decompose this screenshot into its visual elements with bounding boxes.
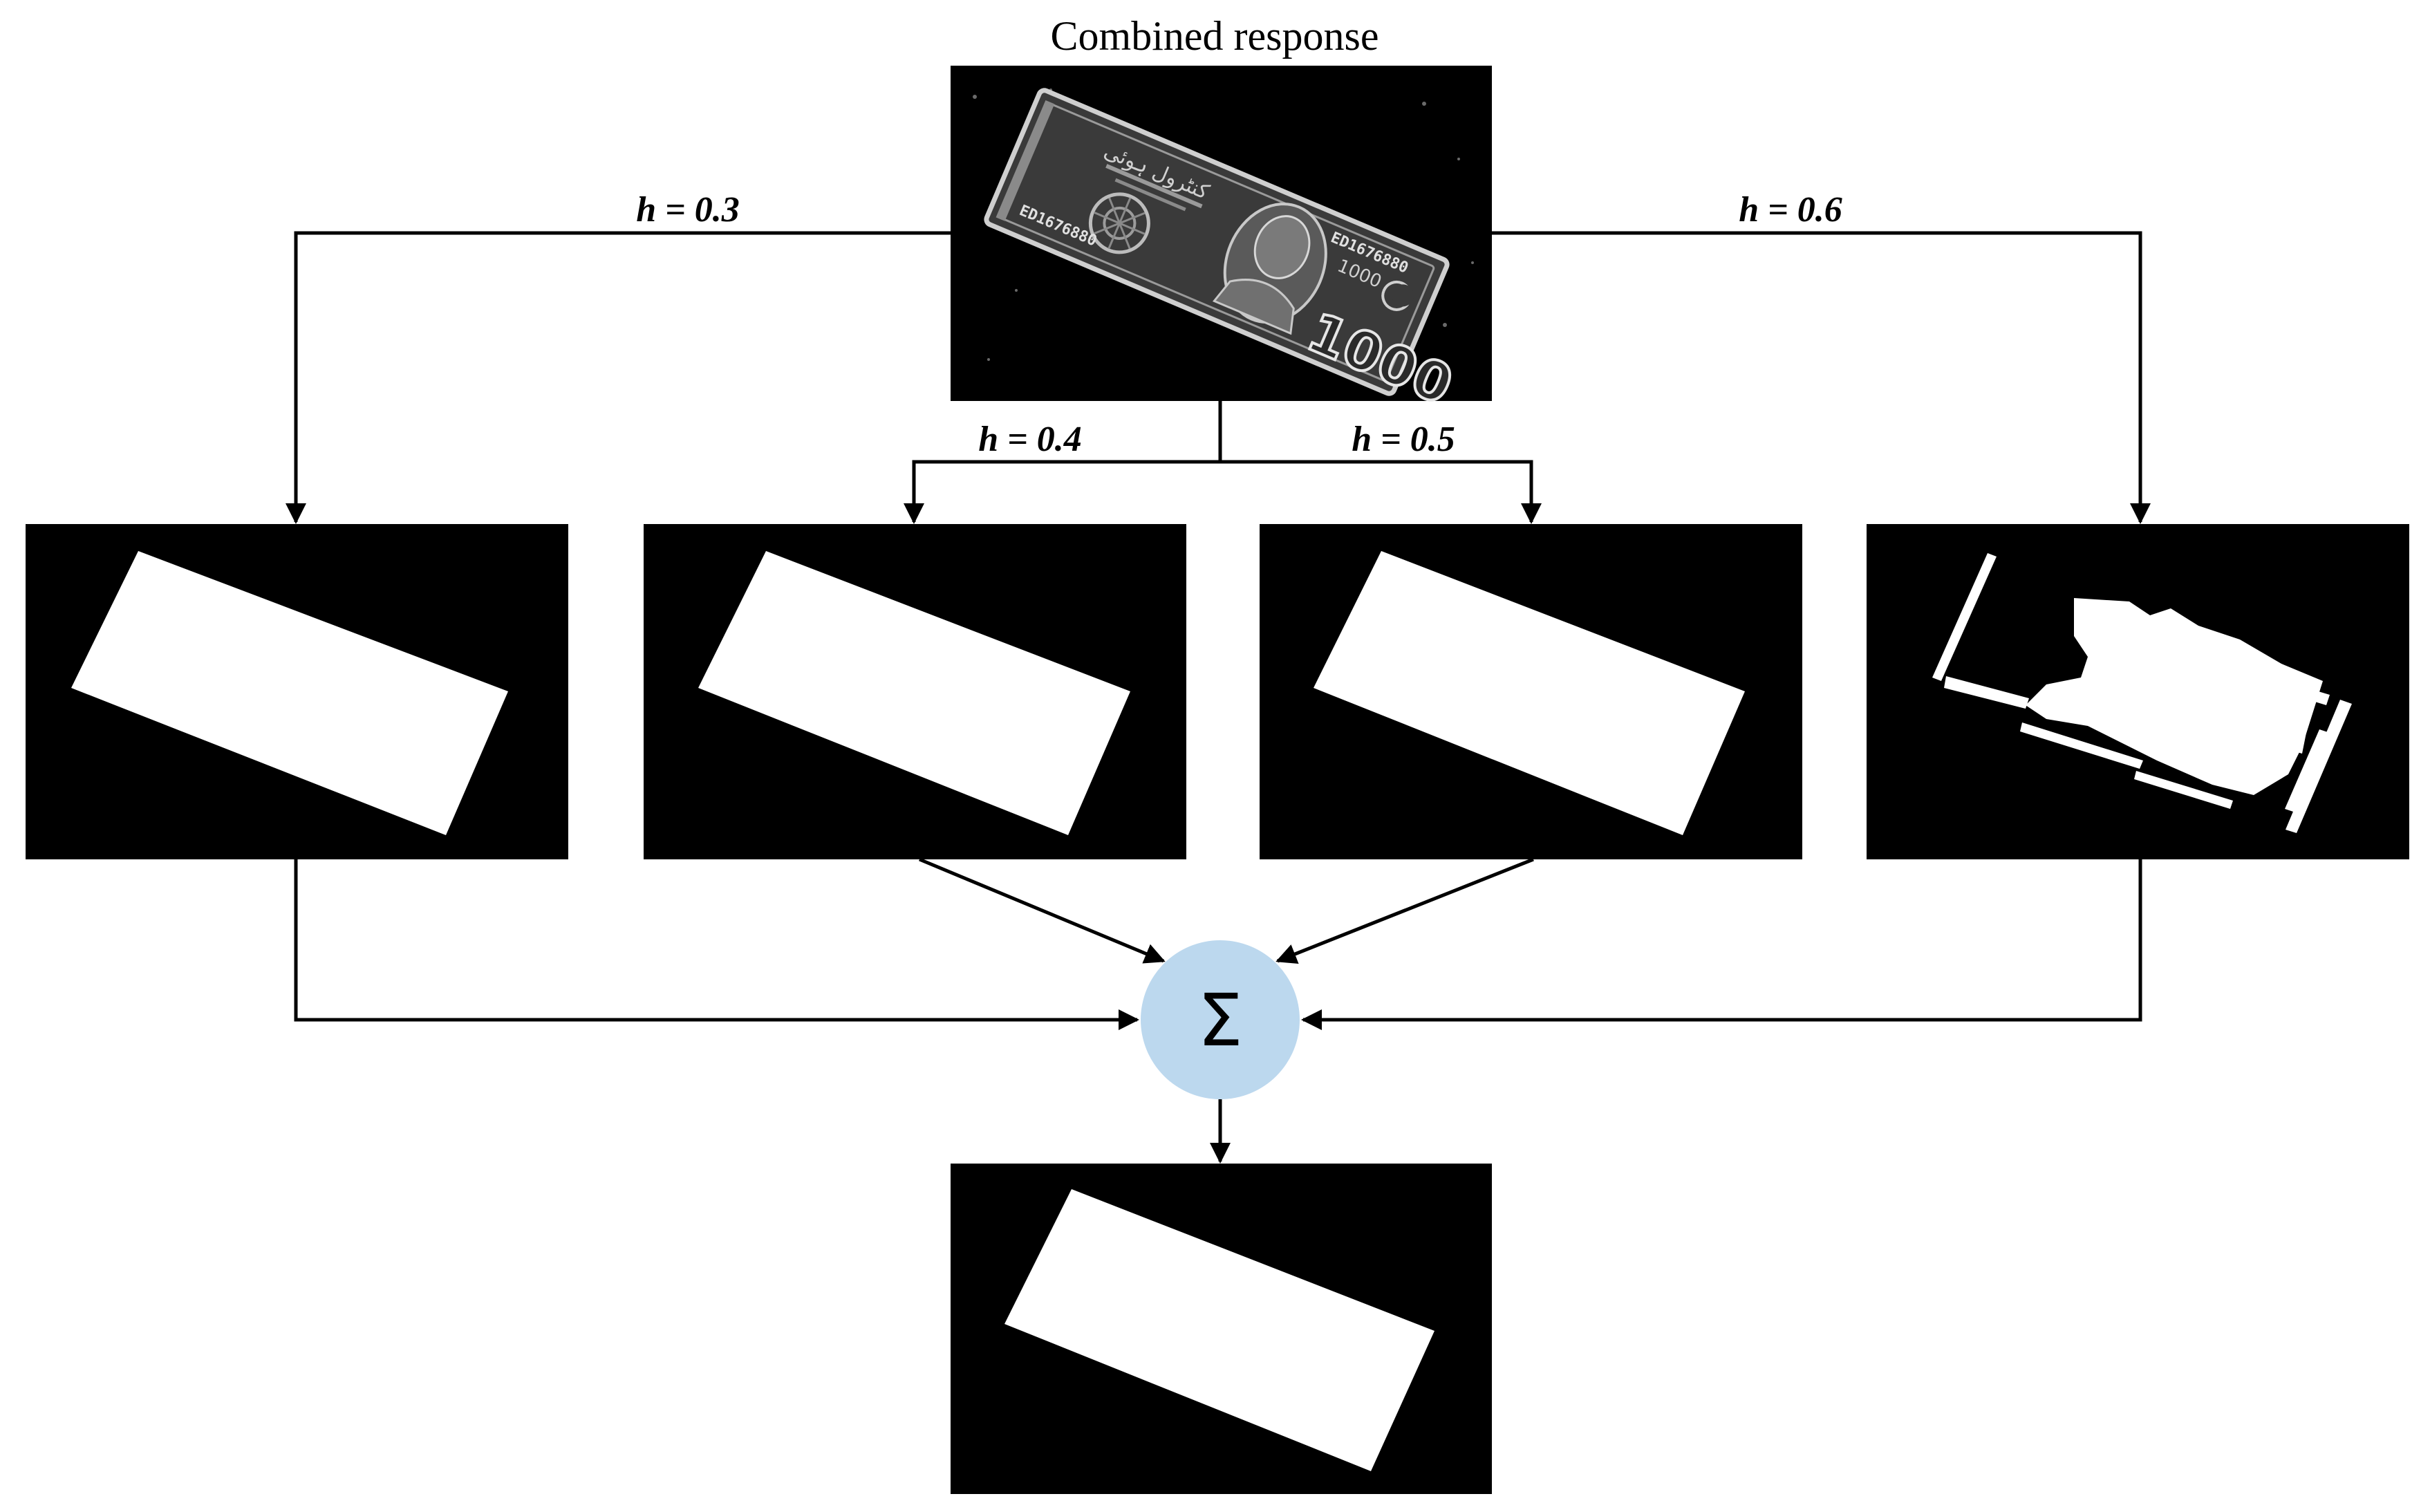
threshold-label-h06: h = 0.6 xyxy=(1739,190,1842,230)
merge-from-h03 xyxy=(294,859,1139,1030)
summation-symbol: Σ xyxy=(1197,978,1243,1063)
mask-panel-h05 xyxy=(1260,524,1802,859)
summation-circle xyxy=(1141,940,1300,1099)
merge-from-h04 xyxy=(919,857,1166,964)
merge-from-h05 xyxy=(1275,857,1534,964)
mask-shape xyxy=(1314,551,1745,835)
threshold-label-h04: h = 0.4 xyxy=(978,420,1082,459)
summation-node: Σ xyxy=(1141,940,1300,1099)
threshold-label-h05: h = 0.5 xyxy=(1352,420,1455,459)
mask-shape xyxy=(1004,1189,1434,1471)
merge-from-h06 xyxy=(1301,859,2142,1030)
connector-h06 xyxy=(1492,231,2151,524)
rosette-shape xyxy=(1088,192,1150,254)
connector-h03 xyxy=(286,231,951,524)
mask-panel-h04 xyxy=(644,524,1186,859)
fragmented-mask xyxy=(1932,553,2352,833)
threshold-label-h03: h = 0.3 xyxy=(636,190,740,230)
connectors-merge xyxy=(294,857,2142,1164)
diagram-title: Combined response xyxy=(1051,13,1379,59)
output-mask-panel xyxy=(951,1164,1492,1494)
mask-panel-h03 xyxy=(26,524,568,859)
mask-panel-h06 xyxy=(1867,524,2409,859)
combined-response-panel: کنٹرول ہوئی ED1676880 ED1676880 1000 100… xyxy=(951,66,1492,419)
mask-shape xyxy=(71,551,508,835)
connector-h04 xyxy=(904,460,1220,524)
connector-h05 xyxy=(1220,460,1542,524)
banknote-image: کنٹرول ہوئی ED1676880 ED1676880 1000 100… xyxy=(984,88,1463,419)
mask-shape xyxy=(698,551,1130,835)
connectors-split xyxy=(286,231,2151,524)
